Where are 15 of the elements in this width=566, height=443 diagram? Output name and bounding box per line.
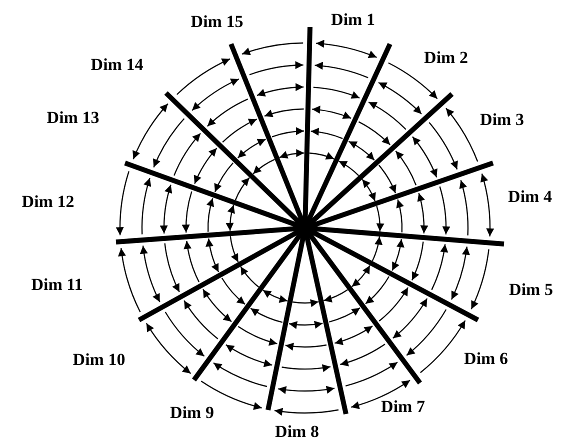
axis-label: Dim 4 [508, 187, 552, 207]
axis-label: Dim 1 [331, 10, 375, 30]
axis-label: Dim 11 [31, 275, 83, 295]
axis-label: Dim 13 [46, 108, 100, 128]
axis-label: Dim 3 [480, 110, 524, 130]
axis-label: Dim 6 [464, 349, 508, 369]
axis-label: Dim 15 [190, 12, 244, 32]
axis-label: Dim 2 [424, 48, 468, 68]
axis-label: Dim 12 [22, 192, 74, 212]
axis-label: Dim 5 [509, 280, 553, 300]
axis-label: Dim 8 [275, 422, 319, 442]
axis-label: Dim 14 [90, 55, 144, 75]
axis-label: Dim 9 [170, 403, 214, 423]
axis-label: Dim 7 [381, 397, 425, 417]
axis-label: Dim 10 [72, 350, 126, 370]
